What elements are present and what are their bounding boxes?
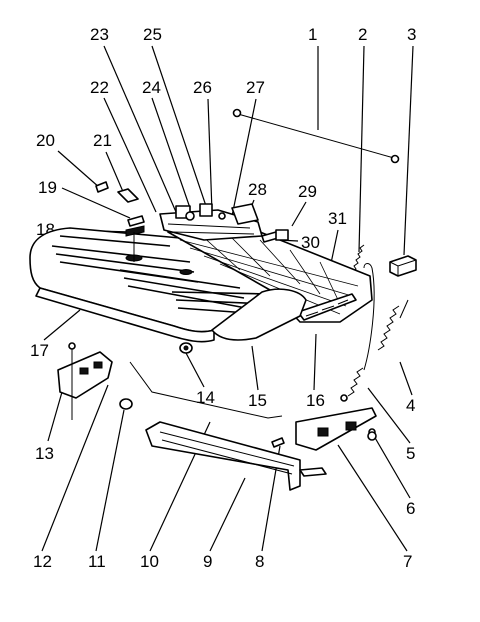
callout-23: 23 (90, 25, 109, 44)
callout-5: 5 (406, 444, 415, 463)
part-bolt (261, 229, 289, 243)
callout-3: 3 (407, 25, 416, 44)
callout-25: 25 (143, 25, 162, 44)
callout-30: 30 (301, 233, 320, 252)
callout-2: 2 (358, 25, 367, 44)
callout-19: 19 (38, 178, 57, 197)
callout-27: 27 (246, 78, 265, 97)
callout-20: 20 (36, 131, 55, 150)
callout-17: 17 (30, 341, 49, 360)
callout-28: 28 (248, 180, 267, 199)
part-rod (232, 108, 400, 164)
callout-1: 1 (308, 25, 317, 44)
part-latch-mechanism (159, 203, 263, 241)
callout-4: 4 (406, 396, 415, 415)
callout-15: 15 (248, 391, 267, 410)
callout-26: 26 (193, 78, 212, 97)
part-left-bracket (57, 342, 113, 420)
part-side-pad (211, 288, 307, 341)
part-screw (271, 437, 285, 448)
callout-16: 16 (306, 391, 325, 410)
part-hook-spring (340, 263, 375, 402)
callout-9: 9 (203, 552, 212, 571)
part-side-bracket (295, 407, 377, 451)
part-nut (367, 431, 377, 441)
part-grommet (179, 342, 193, 354)
callout-14: 14 (196, 388, 215, 407)
callout-13: 13 (35, 444, 54, 463)
callout-31: 31 (328, 209, 347, 228)
callout-labels: 1 2 3 4 5 6 7 8 9 10 11 12 13 14 15 16 1… (30, 25, 416, 571)
callout-8: 8 (255, 552, 264, 571)
part-ring (119, 398, 133, 410)
callout-11: 11 (88, 552, 106, 571)
callout-22: 22 (90, 78, 109, 97)
callout-21: 21 (93, 131, 112, 150)
part-small-spring (351, 244, 365, 273)
part-hardware-stack (95, 181, 145, 262)
callout-10: 10 (140, 552, 159, 571)
part-large-spring (377, 299, 409, 351)
callout-12: 12 (33, 552, 52, 571)
part-base-bar (145, 421, 327, 491)
callout-29: 29 (298, 182, 317, 201)
callout-24: 24 (142, 78, 161, 97)
callout-7: 7 (403, 552, 412, 571)
part-block (389, 255, 417, 277)
part-control-rod (129, 361, 283, 419)
callout-6: 6 (406, 499, 415, 518)
